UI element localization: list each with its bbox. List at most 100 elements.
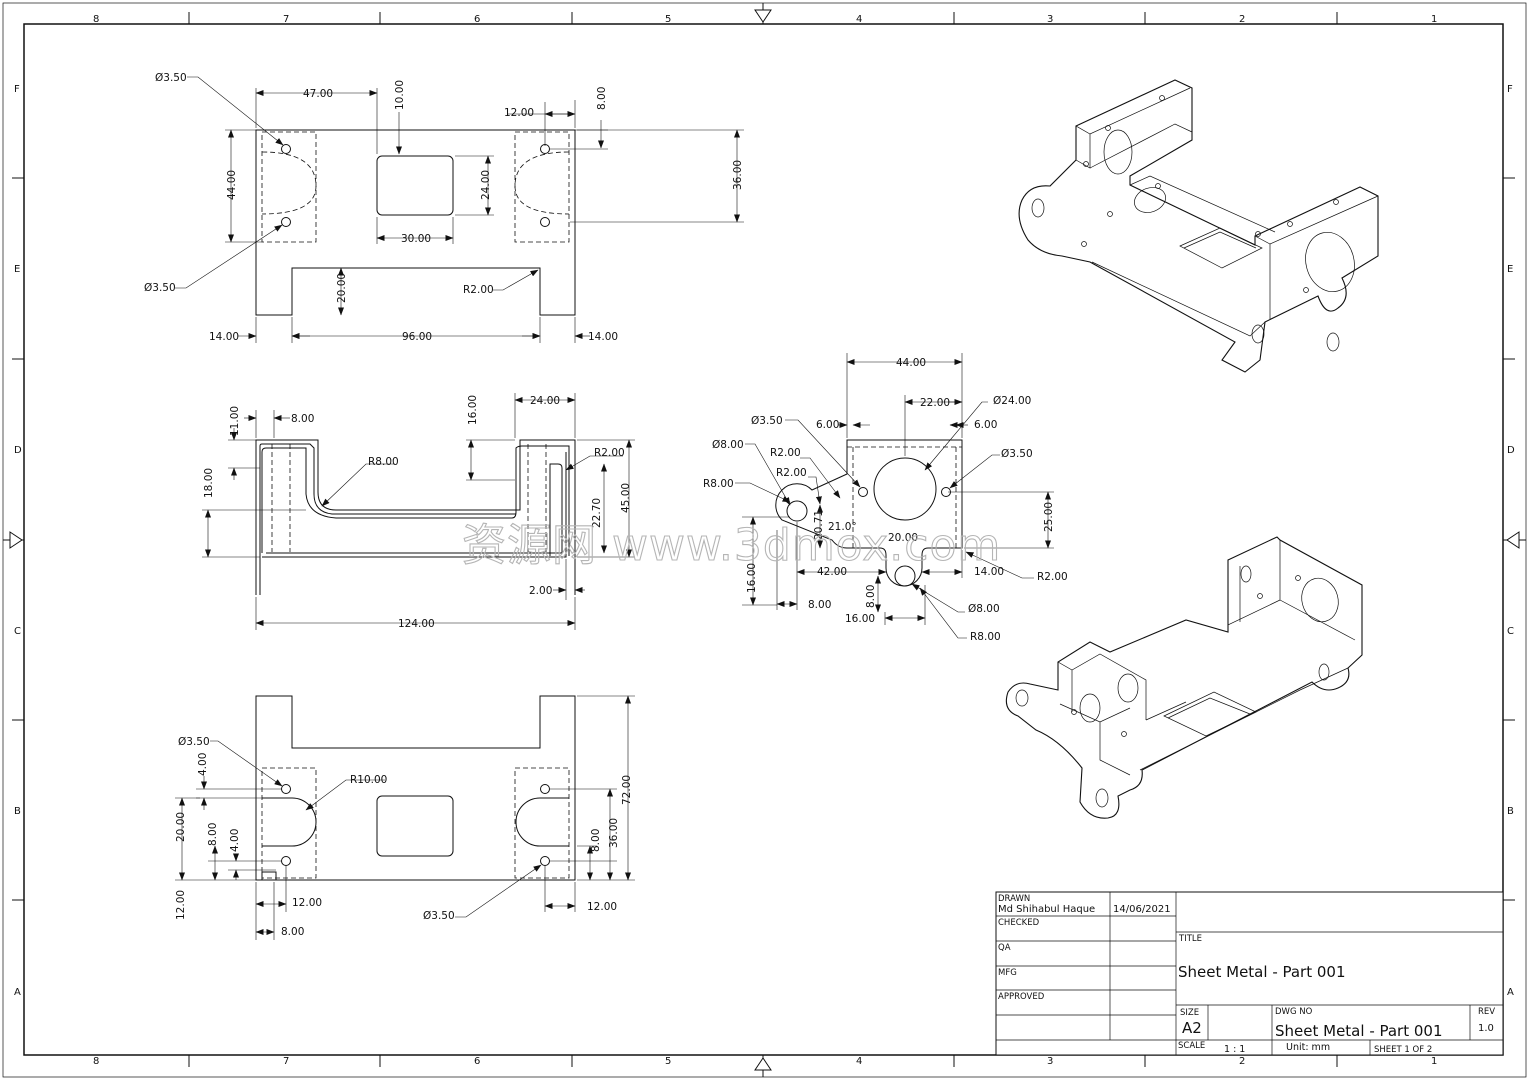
dim-top-hole-2: Ø3.50 (144, 282, 176, 294)
dim-bottom-8-b: 8.00 (590, 829, 602, 852)
tb-size-label: SIZE (1180, 1008, 1199, 1018)
zone-row-c-left: C (14, 626, 21, 637)
top-view: 47.00 10.00 12.00 8.00 44.00 24.00 36.00… (144, 72, 744, 343)
dim-side-25: 25.00 (1043, 502, 1055, 532)
tb-sheet: SHEET 1 OF 2 (1374, 1045, 1432, 1055)
dim-side-r2-c: R2.00 (1037, 571, 1068, 583)
dim-bottom-4-b: 4.00 (229, 829, 241, 852)
dim-side-r8-b: R8.00 (970, 631, 1001, 643)
zone-col-3-top: 3 (1047, 14, 1053, 25)
zone-col-5-bottom: 5 (665, 1056, 671, 1067)
dim-side-8-vert: 8.00 (865, 585, 877, 608)
zone-row-c-right: C (1507, 626, 1514, 637)
dim-bottom-hole-1: Ø3.50 (178, 736, 210, 748)
dim-front-18: 18.00 (203, 468, 215, 498)
dim-side-angle: 21.0° (828, 521, 857, 533)
dim-top-14-left: 14.00 (209, 331, 239, 343)
dim-front-22-70: 22.70 (591, 498, 603, 528)
tb-scale-label: SCALE (1178, 1041, 1205, 1051)
zone-row-b-left: B (14, 806, 21, 817)
dim-side-22: 22.00 (920, 397, 950, 409)
isometric-view-upper (1018, 79, 1379, 373)
isometric-view-lower (1005, 536, 1363, 819)
dim-top-r2: R2.00 (463, 284, 494, 296)
dim-top-8: 8.00 (596, 87, 608, 110)
zone-row-e-left: E (14, 264, 20, 275)
watermark-text: 资源网 www.3dmox.com (462, 520, 1001, 571)
zone-row-d-right: D (1507, 445, 1515, 456)
dim-bottom-4-a: 4.00 (197, 753, 209, 776)
dim-bottom-8: 8.00 (281, 926, 304, 938)
tb-title: Sheet Metal - Part 001 (1178, 963, 1346, 981)
zone-row-f-right: F (1507, 84, 1513, 95)
dim-side-16: 16.00 (746, 563, 758, 593)
dim-front-11: 11.00 (229, 406, 241, 436)
dim-side-16-b: 16.00 (845, 613, 875, 625)
dim-front-16: 16.00 (467, 395, 479, 425)
dim-front-124: 124.00 (398, 618, 435, 630)
tb-rev-label: REV (1478, 1007, 1495, 1017)
tb-approved-label: APPROVED (998, 992, 1045, 1002)
dim-top-44: 44.00 (226, 170, 238, 200)
dim-side-hole: Ø3.50 (751, 415, 783, 427)
tb-scale: 1 : 1 (1224, 1044, 1245, 1055)
dim-side-8: 8.00 (808, 599, 831, 611)
zone-col-6-bottom: 6 (474, 1056, 480, 1067)
title-block: DRAWN Md Shihabul Haque 14/06/2021 CHECK… (995, 891, 1504, 1056)
dim-top-12: 12.00 (504, 107, 534, 119)
dim-front-45: 45.00 (620, 483, 632, 513)
tb-mfg-label: MFG (998, 968, 1017, 978)
tb-dwg-no: Sheet Metal - Part 001 (1275, 1022, 1443, 1040)
dim-top-10: 10.00 (394, 80, 406, 110)
dim-side-r2-a: R2.00 (770, 447, 801, 459)
dim-side-6-left: 6.00 (816, 419, 839, 431)
tb-rev: 1.0 (1478, 1023, 1494, 1034)
zone-col-8-top: 8 (93, 14, 99, 25)
dim-bottom-72: 72.00 (621, 775, 633, 805)
zone-col-7-top: 7 (283, 14, 289, 25)
tb-dwg-no-label: DWG NO (1275, 1007, 1313, 1017)
dim-top-30: 30.00 (401, 233, 431, 245)
dim-side-d8: Ø8.00 (712, 439, 744, 451)
tb-size: A2 (1182, 1019, 1202, 1037)
zone-row-a-left: A (14, 987, 21, 998)
dim-top-14-right: 14.00 (588, 331, 618, 343)
dim-side-42: 42.00 (817, 566, 847, 578)
tb-unit: Unit: mm (1286, 1042, 1330, 1053)
dim-top-20: 20.00 (336, 273, 348, 303)
dim-bottom-20: 20.00 (175, 812, 187, 842)
dim-side-d24: Ø24.00 (993, 395, 1031, 407)
dim-front-2: 2.00 (529, 585, 552, 597)
zone-row-b-right: B (1507, 806, 1514, 817)
tb-drawn-label: DRAWN (998, 894, 1030, 904)
tb-drawn-date: 14/06/2021 (1113, 904, 1171, 915)
dim-bottom-12-a: 12.00 (292, 897, 322, 909)
dim-side-r8: R8.00 (703, 478, 734, 490)
zone-row-f-left: F (14, 84, 20, 95)
dim-front-r8: R8.00 (368, 456, 399, 468)
tb-drawn-name: Md Shihabul Haque (998, 904, 1095, 915)
dim-side-20-71: 20.71 (813, 510, 825, 540)
tb-checked-label: CHECKED (998, 918, 1040, 928)
zone-col-7-bottom: 7 (283, 1056, 289, 1067)
dim-top-47: 47.00 (303, 88, 333, 100)
zone-col-1-bottom: 1 (1431, 1056, 1437, 1067)
dim-bottom-36: 36.00 (608, 818, 620, 848)
dim-top-36: 36.00 (732, 160, 744, 190)
dim-side-d8-b: Ø8.00 (968, 603, 1000, 615)
dim-top-hole-1: Ø3.50 (155, 72, 187, 84)
zone-col-4-bottom: 4 (856, 1056, 862, 1067)
dim-top-24: 24.00 (480, 170, 492, 200)
dim-side-20: 20.00 (888, 532, 918, 544)
zone-col-2-bottom: 2 (1239, 1056, 1245, 1067)
zone-col-3-bottom: 3 (1047, 1056, 1053, 1067)
dim-side-14: 14.00 (974, 566, 1004, 578)
dim-bottom-8-a: 8.00 (207, 823, 219, 846)
dim-side-6-right: 6.00 (974, 419, 997, 431)
dim-bottom-12-b: 12.00 (587, 901, 617, 913)
zone-row-a-right: A (1507, 987, 1514, 998)
dim-front-8: 8.00 (291, 413, 314, 425)
tb-qa-label: QA (998, 943, 1011, 953)
dim-bottom-12: 12.00 (175, 890, 187, 920)
